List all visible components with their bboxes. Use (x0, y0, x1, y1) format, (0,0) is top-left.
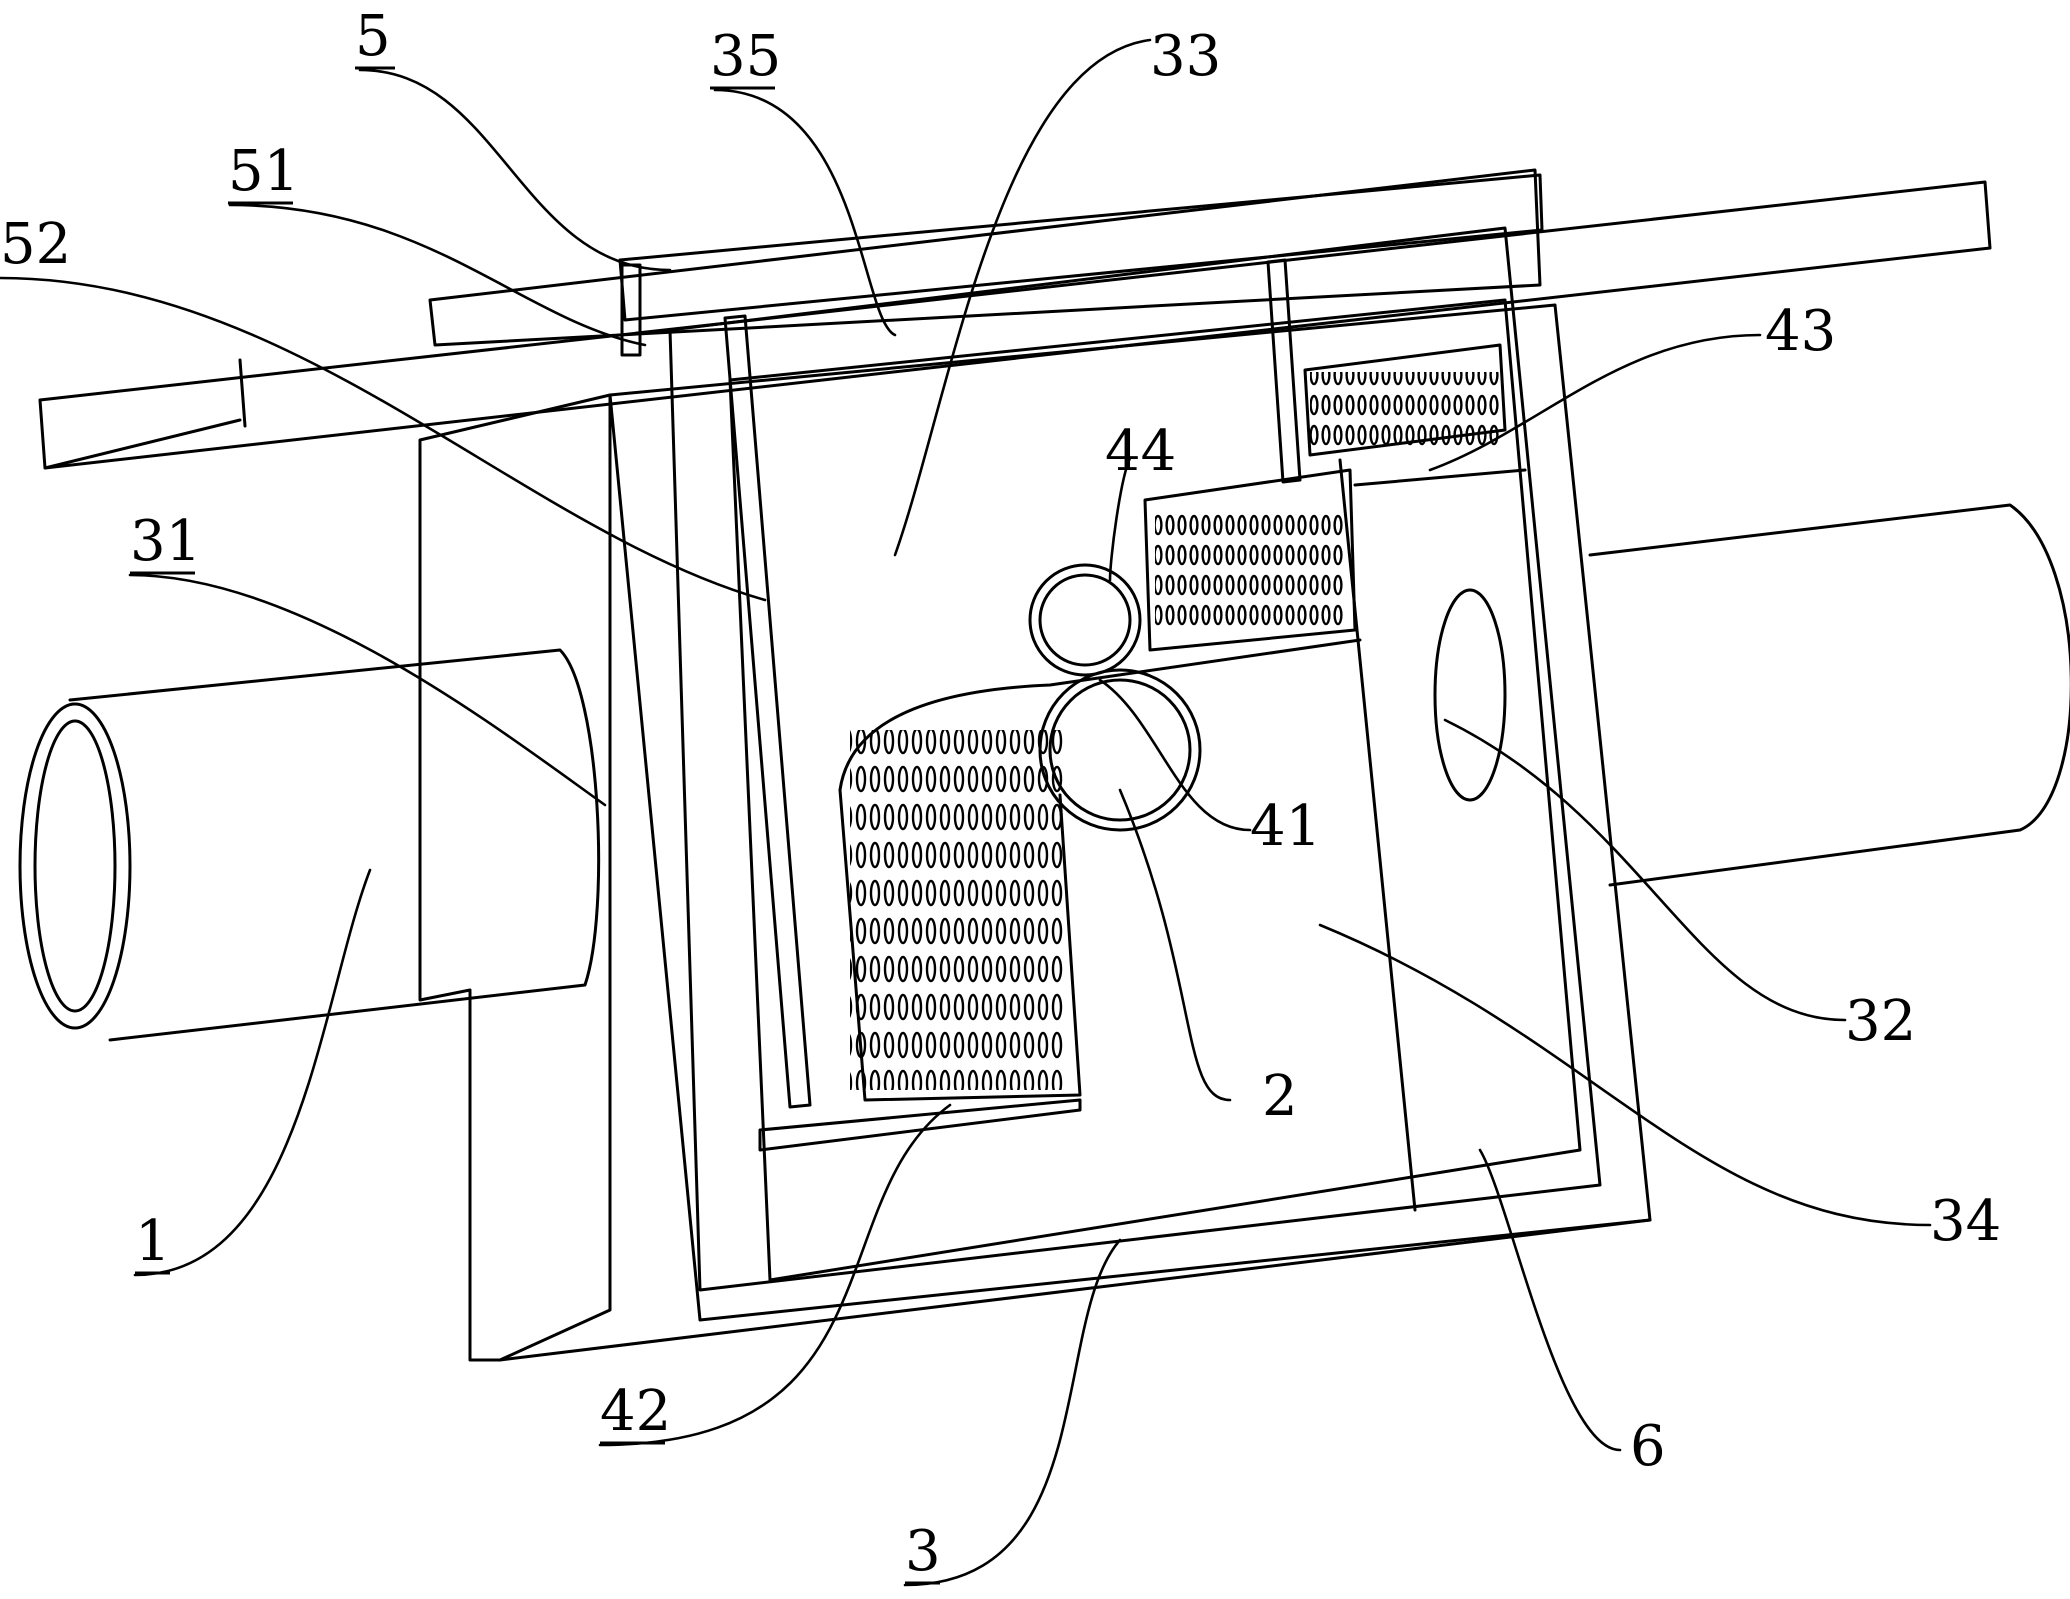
left-inlet-pipe (18, 648, 601, 1042)
guide-rods (723, 258, 1302, 1109)
label-32: 32 (1845, 989, 1916, 1054)
label-31: 31 (130, 509, 201, 574)
label-3: 3 (905, 1519, 941, 1584)
label-5: 5 (355, 4, 391, 69)
outlet-hole (1433, 588, 1507, 802)
label-33: 33 (1150, 24, 1221, 89)
label-35: 35 (710, 24, 781, 89)
label-51: 51 (228, 139, 299, 204)
label-42: 42 (600, 1379, 671, 1444)
label-1: 1 (135, 1209, 171, 1274)
right-outlet-pipe (1588, 503, 2070, 887)
reference-numerals: 5 35 33 51 52 43 44 31 41 32 2 34 1 42 6… (0, 4, 2001, 1585)
leader-lines (0, 38, 1932, 1587)
label-52: 52 (0, 212, 71, 277)
label-6: 6 (1630, 1414, 1666, 1479)
label-44: 44 (1105, 419, 1176, 484)
label-43: 43 (1765, 299, 1836, 364)
label-34: 34 (1930, 1189, 2001, 1254)
top-cover-plate (38, 180, 1992, 470)
label-2: 2 (1262, 1064, 1298, 1129)
roller-44 (1028, 563, 1142, 677)
cap-plate (428, 168, 1544, 357)
filter-belt (758, 638, 1362, 1152)
label-41: 41 (1250, 794, 1321, 859)
upper-screen (1143, 343, 1527, 652)
